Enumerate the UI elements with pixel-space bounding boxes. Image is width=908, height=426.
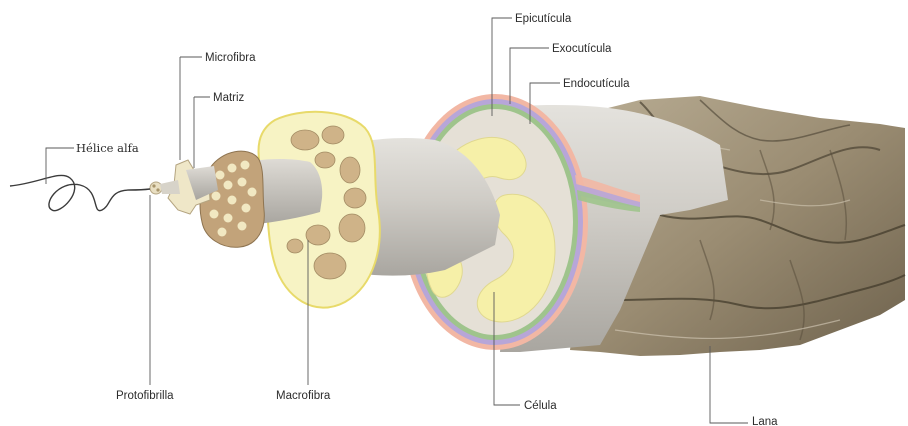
macrofibra-granule xyxy=(344,188,366,208)
macrofibra-granule xyxy=(314,253,346,279)
label-endocuticula: Endocutícula xyxy=(563,78,630,90)
macrofibra-granule xyxy=(322,126,344,144)
macrofibra-granule xyxy=(287,239,303,253)
macrofibra-granule xyxy=(339,214,365,242)
helice-alfa-coil xyxy=(10,175,150,210)
label-helice-alfa: Hélice alfa xyxy=(76,141,139,155)
macrofibra-granule xyxy=(340,157,360,183)
label-epicuticula: Epicutícula xyxy=(515,13,572,25)
label-macrofibra: Macrofibra xyxy=(276,390,331,402)
label-microfibra: Microfibra xyxy=(205,52,256,64)
label-celula: Célula xyxy=(524,400,557,412)
label-matriz: Matriz xyxy=(213,92,245,104)
macrofibra-granule xyxy=(315,152,335,168)
label-exocuticula: Exocutícula xyxy=(552,43,612,55)
protofibrilla-piece xyxy=(150,180,180,194)
label-protofibrilla: Protofibrilla xyxy=(116,390,174,402)
macrofibra-granule xyxy=(291,130,319,150)
label-lana: Lana xyxy=(752,416,778,426)
macrofibra-granule xyxy=(306,225,330,245)
